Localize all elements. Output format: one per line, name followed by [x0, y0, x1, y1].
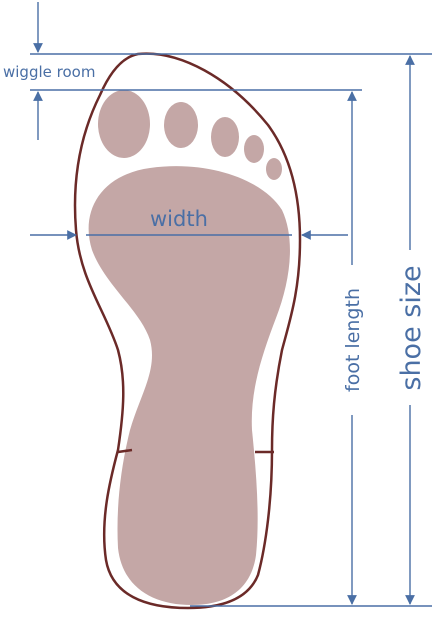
toe-third [211, 117, 239, 157]
toe-second [164, 102, 198, 148]
toe-fourth [244, 135, 264, 163]
measurement-lines [30, 2, 432, 607]
width-label: width [150, 207, 208, 231]
toe-big [98, 90, 150, 158]
shoe-sole-outline [73, 52, 302, 610]
shoe-outline [73, 52, 302, 610]
heel-line-left [117, 448, 133, 454]
foot-length-label: foot length [342, 288, 364, 392]
wiggle-room-label: wiggle room [3, 63, 95, 81]
shoe-size-label: shoe size [396, 265, 427, 390]
toe-little [266, 158, 282, 180]
foot-sole [88, 166, 290, 605]
foot-silhouette [88, 90, 290, 605]
